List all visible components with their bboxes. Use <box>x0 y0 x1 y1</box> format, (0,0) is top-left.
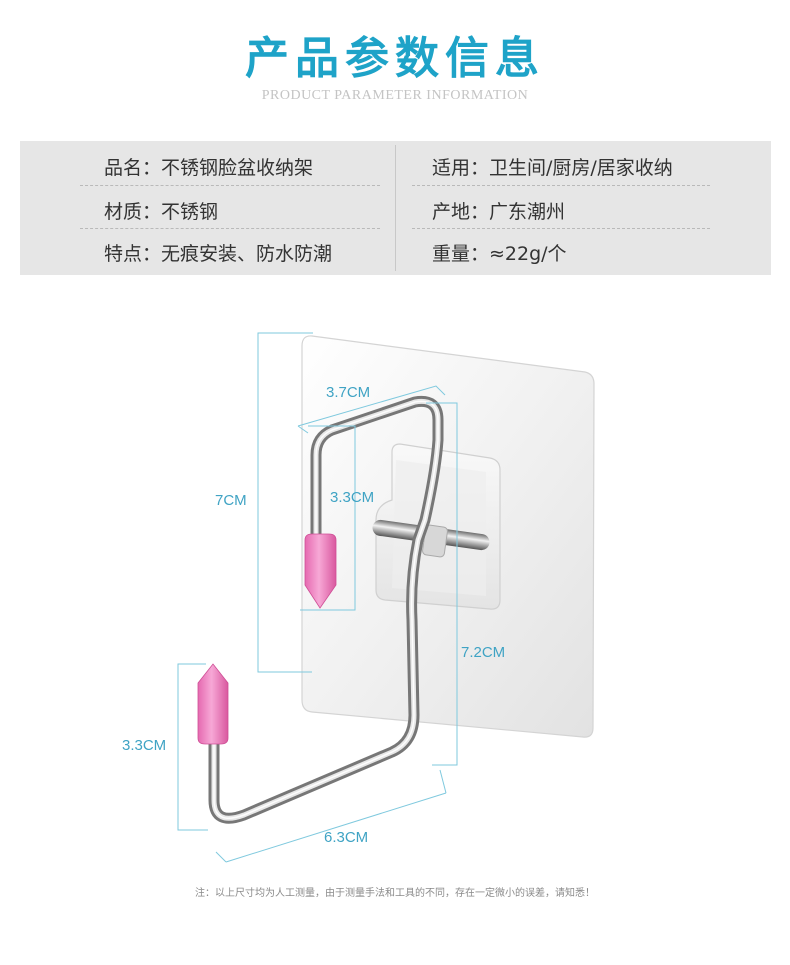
dimension-label-width-top: 3.7CM <box>326 384 371 401</box>
steel-hook <box>208 395 444 824</box>
param-feature: 特点：无痕安装、防水防潮 <box>104 243 333 265</box>
column-divider <box>395 145 396 271</box>
page-subtitle: PRODUCT PARAMETER INFORMATION <box>261 88 529 103</box>
row-divider <box>80 185 380 186</box>
param-material: 材质：不锈钢 <box>104 201 219 223</box>
page-title: 产品参数信息 <box>245 33 545 84</box>
dimension-label-upper-arm: 3.3CM <box>330 489 375 506</box>
param-usage: 适用：卫生间/厨房/居家收纳 <box>432 157 673 179</box>
dimension-lines <box>177 332 458 863</box>
row-divider <box>412 185 710 186</box>
param-weight: 重量：≈22g/个 <box>432 243 567 265</box>
dimension-label-height-left: 7CM <box>215 492 247 509</box>
measurement-note: 注：以上尺寸均为人工测量，由于测量手法和工具的不同，存在一定微小的误差，请知悉！ <box>195 888 595 899</box>
row-divider <box>80 228 380 229</box>
row-divider <box>412 228 710 229</box>
dimension-label-lower-arm: 3.3CM <box>122 737 167 754</box>
dimension-label-height-right: 7.2CM <box>461 644 506 661</box>
pink-tip-upper <box>304 533 337 609</box>
mounting-base <box>372 443 501 610</box>
pink-tip-lower <box>197 663 229 745</box>
parameter-table: 品名：不锈钢脸盆收纳架 材质：不锈钢 特点：无痕安装、防水防潮 适用：卫生间/厨… <box>20 141 771 275</box>
param-origin: 产地：广东潮州 <box>432 201 566 223</box>
dimension-label-depth: 6.3CM <box>324 829 369 846</box>
param-name: 品名：不锈钢脸盆收纳架 <box>104 157 314 179</box>
